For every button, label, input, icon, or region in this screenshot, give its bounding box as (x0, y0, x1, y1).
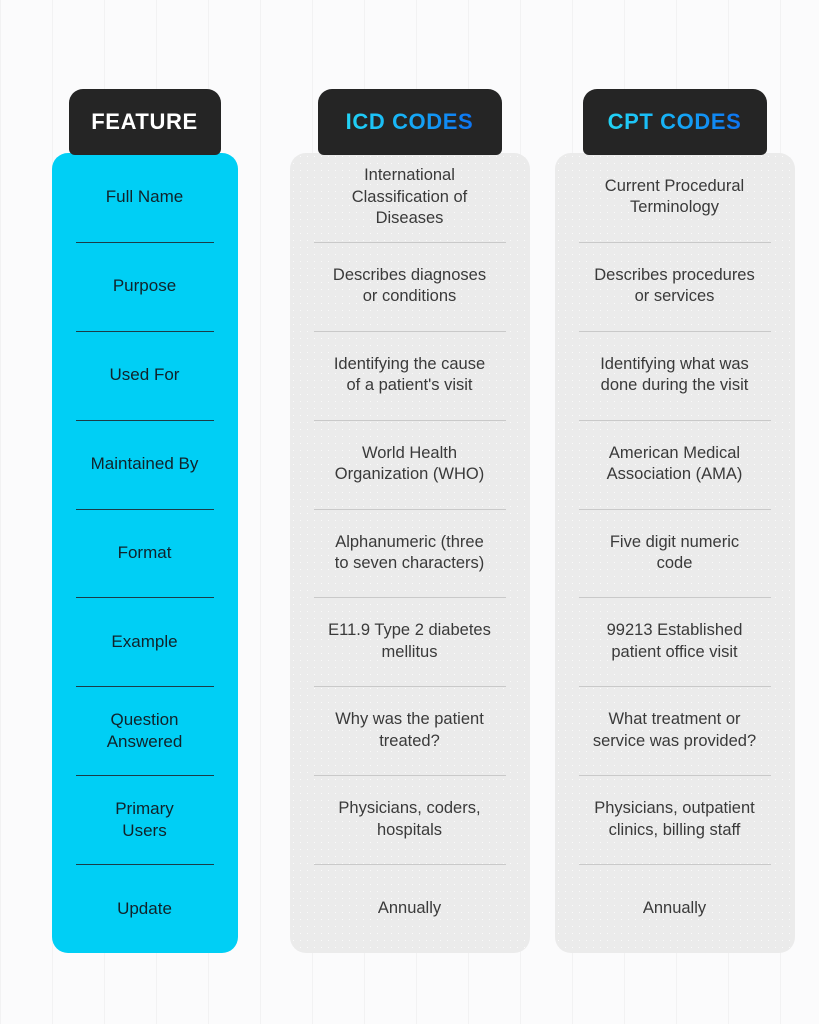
column-header-cpt: CPT CODES (582, 89, 767, 155)
cell-text: Used For (109, 365, 180, 385)
cell-text: Annually (642, 898, 707, 917)
cell-text: Full Name (105, 187, 184, 207)
column-header-icd: ICD CODES (317, 89, 502, 155)
cell-text: Physicians, coders,hospitals (338, 799, 481, 839)
table-row: Update (68, 864, 222, 953)
column-header-label-cpt: CPT CODES (607, 109, 742, 134)
table-row: Annually (306, 864, 514, 953)
table-row: Example (68, 597, 222, 686)
cell-text: Format (117, 542, 172, 562)
column-header-label-icd: ICD CODES (345, 109, 474, 134)
column-feature: FEATURE Full Name Purpose Used For Maint… (25, 89, 265, 1024)
cell-text: Maintained By (90, 454, 199, 474)
cell-text: Purpose (112, 276, 177, 296)
column-header-feature: FEATURE (68, 89, 221, 155)
table-row: Full Name (68, 153, 222, 242)
cell-text: Update (117, 898, 172, 918)
column-card-feature: Full Name Purpose Used For Maintained By… (51, 153, 238, 953)
table-row: Used For (68, 330, 222, 420)
cell-text: Annually (377, 898, 442, 917)
cell-text: Example (111, 631, 178, 651)
table-row: Format (68, 508, 222, 598)
table-row: Annually (571, 864, 779, 953)
table-row: Physicians, coders,hospitals (306, 775, 514, 864)
table-row: Maintained By (68, 419, 222, 509)
column-header-label-feature: FEATURE (91, 109, 198, 134)
table-row: Purpose (68, 241, 222, 331)
